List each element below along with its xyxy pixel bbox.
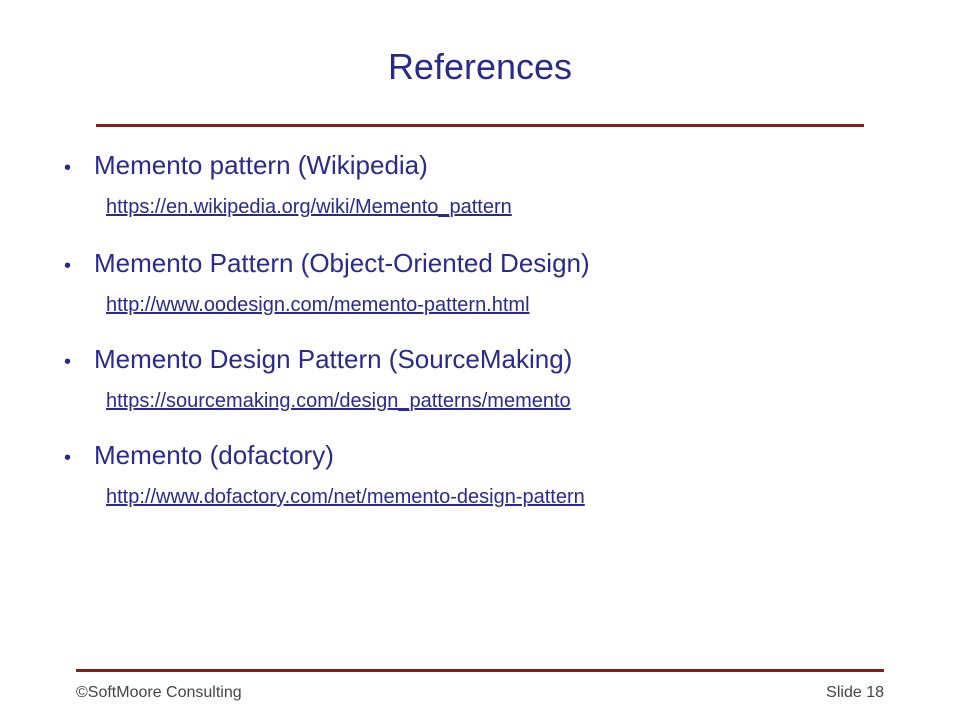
reference-label: Memento pattern (Wikipedia) <box>94 150 428 180</box>
reference-list: • Memento pattern (Wikipedia) https://en… <box>64 150 590 508</box>
bullet-icon: • <box>64 447 72 469</box>
footer-divider <box>76 669 884 672</box>
reference-link[interactable]: https://en.wikipedia.org/wiki/Memento_pa… <box>106 196 512 218</box>
footer-copyright: ©SoftMoore Consulting <box>76 684 242 701</box>
bullet-icon: • <box>64 255 72 277</box>
reference-label: Memento Pattern (Object-Oriented Design) <box>94 248 590 278</box>
footer-slide-number: Slide 18 <box>826 684 884 701</box>
reference-link[interactable]: http://www.oodesign.com/memento-pattern.… <box>106 294 530 316</box>
reference-link[interactable]: http://www.dofactory.com/net/memento-des… <box>106 486 585 508</box>
reference-label: Memento (dofactory) <box>94 440 334 470</box>
title-divider <box>96 124 864 127</box>
slide-title: References <box>387 46 573 87</box>
bullet-icon: • <box>64 157 72 179</box>
reference-link[interactable]: https://sourcemaking.com/design_patterns… <box>106 390 571 412</box>
bullet-icon: • <box>64 351 72 373</box>
reference-label: Memento Design Pattern (SourceMaking) <box>94 344 573 374</box>
